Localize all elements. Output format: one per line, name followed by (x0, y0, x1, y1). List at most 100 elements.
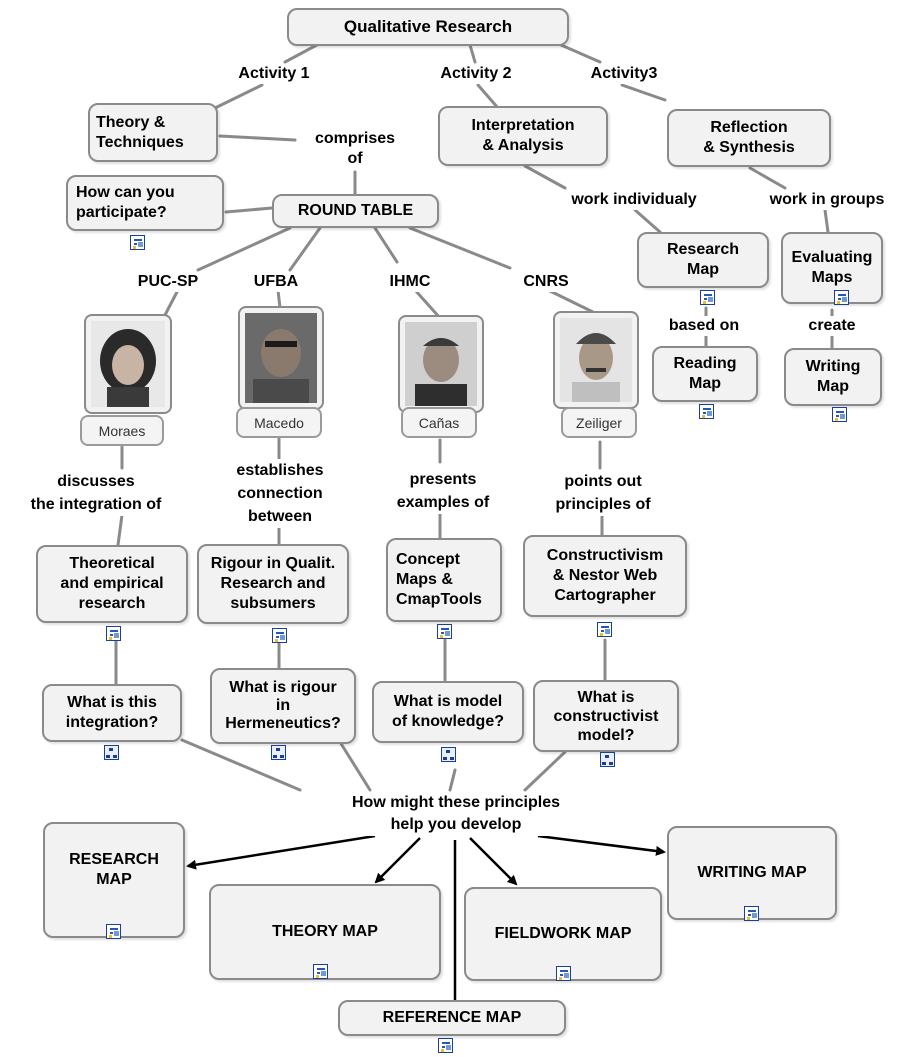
portrait-macedo (245, 313, 317, 403)
name-moraes: Moraes (80, 415, 164, 446)
institution-puc-sp: PUC-SP (135, 272, 201, 292)
output-writing-map[interactable]: WRITING MAP (667, 826, 837, 920)
topic2-line-1: Rigour in Qualit. (210, 555, 336, 572)
topic-rigour[interactable]: Rigour in Qualit. Research and subsumers (197, 544, 349, 624)
reflection-line-2: & Synthesis (703, 139, 795, 156)
link-root-activity2 (468, 43, 477, 64)
link-rt-ihmc (373, 226, 399, 264)
question-model-knowledge[interactable]: What is model of knowledge? (372, 681, 524, 743)
topic-concept-maps[interactable]: Concept Maps & CmapTools (386, 538, 502, 622)
output-reference-resource-icon[interactable] (438, 1038, 453, 1053)
q1-submap-icon[interactable] (104, 745, 119, 760)
round-table-node[interactable]: ROUND TABLE (272, 194, 439, 228)
link-puc-photo (163, 288, 180, 317)
link-ihmc-photo (413, 288, 442, 320)
verb-macedo-1: establishes (236, 462, 324, 479)
research-map-resource-icon[interactable] (700, 290, 715, 305)
name-zeiliger: Zeiliger (561, 407, 637, 438)
work-individually-label: work individualy (569, 190, 699, 210)
output-research-map[interactable]: RESEARCH MAP (43, 822, 185, 938)
q2-submap-icon[interactable] (271, 745, 286, 760)
topic1-line-1: Theoretical (69, 555, 155, 572)
verb-canas-2: examples of (396, 494, 490, 511)
portrait-moraes (91, 321, 165, 407)
q4-line-2: constructivist (553, 707, 659, 725)
topic2-resource-icon[interactable] (272, 628, 287, 643)
q1-line-1: What is this (67, 694, 157, 711)
output-fieldwork-map[interactable]: FIELDWORK MAP (464, 887, 662, 981)
link-rt-cnrs (408, 226, 512, 270)
question-rigour[interactable]: What is rigour in Hermeneutics? (210, 668, 356, 744)
writing-map-resource-icon[interactable] (832, 407, 847, 422)
verb-zeiliger: points out principles of (553, 470, 653, 516)
verb-zeiliger-1: points out (564, 473, 642, 490)
work-groups-label: work in groups (767, 190, 887, 210)
topic-constructivism[interactable]: Constructivism & Nestor Web Cartographer (523, 535, 687, 617)
institution-ufba: UFBA (251, 272, 301, 292)
participate-line-2: participate? (76, 204, 167, 221)
interpretation-analysis-node[interactable]: Interpretation & Analysis (438, 106, 608, 166)
question-integration[interactable]: What is this integration? (42, 684, 182, 742)
link-activity2-interp (476, 83, 500, 110)
root-node[interactable]: Qualitative Research (287, 8, 569, 46)
output-reference-map[interactable]: REFERENCE MAP (338, 1000, 566, 1036)
link-cnrs-photo (546, 288, 597, 315)
verb-canas: presents examples of (394, 468, 492, 514)
institution-ihmc: IHMC (387, 272, 433, 292)
verb-macedo-2: connection (237, 485, 323, 502)
evaluating-maps-resource-icon[interactable] (834, 290, 849, 305)
arrow-help-writing (537, 834, 666, 856)
photo-macedo (238, 306, 324, 410)
photo-zeiliger (553, 311, 639, 409)
topic4-resource-icon[interactable] (597, 622, 612, 637)
topic4-line-2: & Nestor Web (552, 567, 658, 584)
writing-map-node[interactable]: Writing Map (784, 348, 882, 406)
writing-map-line-2: Map (817, 378, 849, 395)
photo-moraes (84, 314, 172, 414)
q2-line-1: What is rigour (229, 679, 337, 696)
reading-map-line-1: Reading (673, 355, 737, 372)
reflection-line-1: Reflection (710, 119, 788, 136)
output-fieldwork-resource-icon[interactable] (556, 966, 571, 981)
topic1-resource-icon[interactable] (106, 626, 121, 641)
participate-node[interactable]: How can you participate? (66, 175, 224, 231)
topic1-line-2: and empirical (60, 575, 164, 592)
reading-map-line-2: Map (689, 375, 721, 392)
link-q4-help (523, 750, 567, 792)
topic2-line-2: Research and (220, 575, 326, 592)
research-map-node[interactable]: Research Map (637, 232, 769, 288)
link-interp-workind (523, 164, 567, 190)
question-constructivist[interactable]: What is constructivist model? (533, 680, 679, 752)
evaluating-line-1: Evaluating (791, 249, 873, 266)
writing-map-line-1: Writing (805, 358, 861, 375)
activity-1-label: Activity 1 (236, 64, 312, 84)
q3-line-2: of knowledge? (392, 713, 504, 730)
topic-theoretical-empirical[interactable]: Theoretical and empirical research (36, 545, 188, 623)
reading-map-resource-icon[interactable] (699, 404, 714, 419)
evaluating-maps-node[interactable]: Evaluating Maps (781, 232, 883, 304)
output-research-resource-icon[interactable] (106, 924, 121, 939)
topic3-line-1: Concept (396, 551, 460, 568)
participate-line-1: How can you (76, 184, 175, 201)
help-line-1: How might these principles (351, 794, 561, 811)
output-writing-resource-icon[interactable] (744, 906, 759, 921)
evaluating-line-2: Maps (811, 269, 853, 286)
output-research-line-1: RESEARCH (69, 851, 159, 868)
portrait-zeiliger (560, 318, 632, 402)
participate-resource-icon[interactable] (130, 235, 145, 250)
reflection-synthesis-node[interactable]: Reflection & Synthesis (667, 109, 831, 167)
link-workgroup-evaluating (823, 208, 830, 234)
comprises-label: comprises of (312, 129, 398, 169)
help-line-2: help you develop (390, 816, 522, 833)
q3-submap-icon[interactable] (441, 747, 456, 762)
research-map-line-1: Research (666, 241, 740, 258)
q4-submap-icon[interactable] (600, 752, 615, 767)
theory-techniques-node[interactable]: Theory & Techniques (88, 103, 218, 162)
activity-2-label: Activity 2 (438, 64, 514, 84)
output-theory-resource-icon[interactable] (313, 964, 328, 979)
link-activity1-theory (213, 83, 264, 110)
reading-map-node[interactable]: Reading Map (652, 346, 758, 402)
topic3-resource-icon[interactable] (437, 624, 452, 639)
